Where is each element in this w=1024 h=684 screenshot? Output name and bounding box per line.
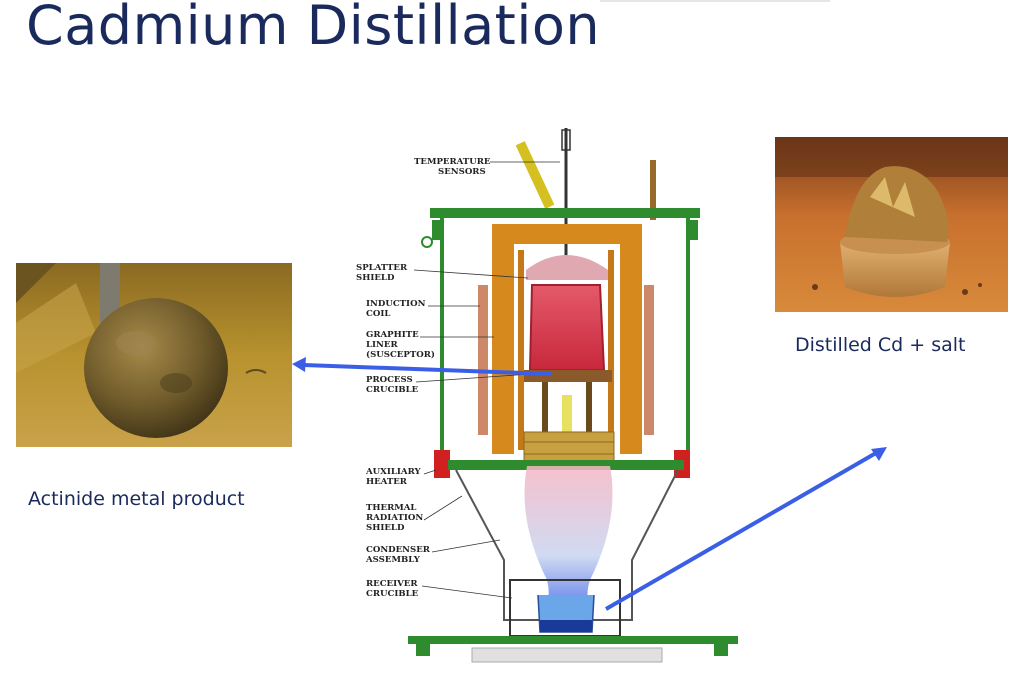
label-receiver-1: RECEIVER bbox=[366, 579, 418, 589]
vapor-plume bbox=[524, 466, 613, 615]
label-thermal-3: SHIELD bbox=[366, 523, 405, 533]
label-process-1: PROCESS bbox=[366, 375, 413, 385]
distillation-furnace-diagram: TEMPERATURE SENSORS SPLATTER SHIELD INDU… bbox=[352, 120, 752, 680]
label-process-2: CRUCIBLE bbox=[366, 385, 419, 395]
label-temperature-1: TEMPERATURE bbox=[414, 157, 491, 167]
distilled-caption: Distilled Cd + salt bbox=[795, 334, 966, 356]
induction-coil bbox=[478, 285, 654, 435]
label-splatter-2: SHIELD bbox=[356, 273, 395, 283]
top-divider bbox=[600, 0, 830, 2]
graphite-liner bbox=[492, 224, 642, 244]
label-graphite-1: GRAPHITE bbox=[366, 330, 419, 340]
label-condenser-2: ASSEMBLY bbox=[365, 555, 421, 565]
label-auxiliary-2: HEATER bbox=[366, 477, 408, 487]
label-thermal-1: THERMAL bbox=[366, 503, 416, 513]
label-graphite-3: (SUSCEPTOR) bbox=[366, 349, 435, 360]
sensor-arm bbox=[515, 141, 555, 209]
actinide-caption: Actinide metal product bbox=[28, 488, 245, 510]
splatter-shield bbox=[526, 255, 608, 280]
distilled-cd-photo bbox=[775, 137, 1008, 312]
actinide-product-photo bbox=[16, 263, 292, 447]
label-temperature-2: SENSORS bbox=[438, 167, 486, 177]
label-receiver-2: CRUCIBLE bbox=[366, 589, 419, 599]
label-splatter-1: SPLATTER bbox=[356, 263, 408, 273]
label-condenser-1: CONDENSER bbox=[366, 545, 431, 555]
label-graphite-2: LINER bbox=[366, 340, 398, 350]
label-thermal-2: RADIATION bbox=[366, 513, 423, 523]
label-induction-1: INDUCTION bbox=[366, 299, 426, 309]
page-title: Cadmium Distillation bbox=[26, 0, 601, 57]
process-crucible bbox=[528, 284, 606, 371]
label-induction-2: COIL bbox=[366, 309, 390, 319]
label-auxiliary-1: AUXILIARY bbox=[365, 467, 421, 477]
